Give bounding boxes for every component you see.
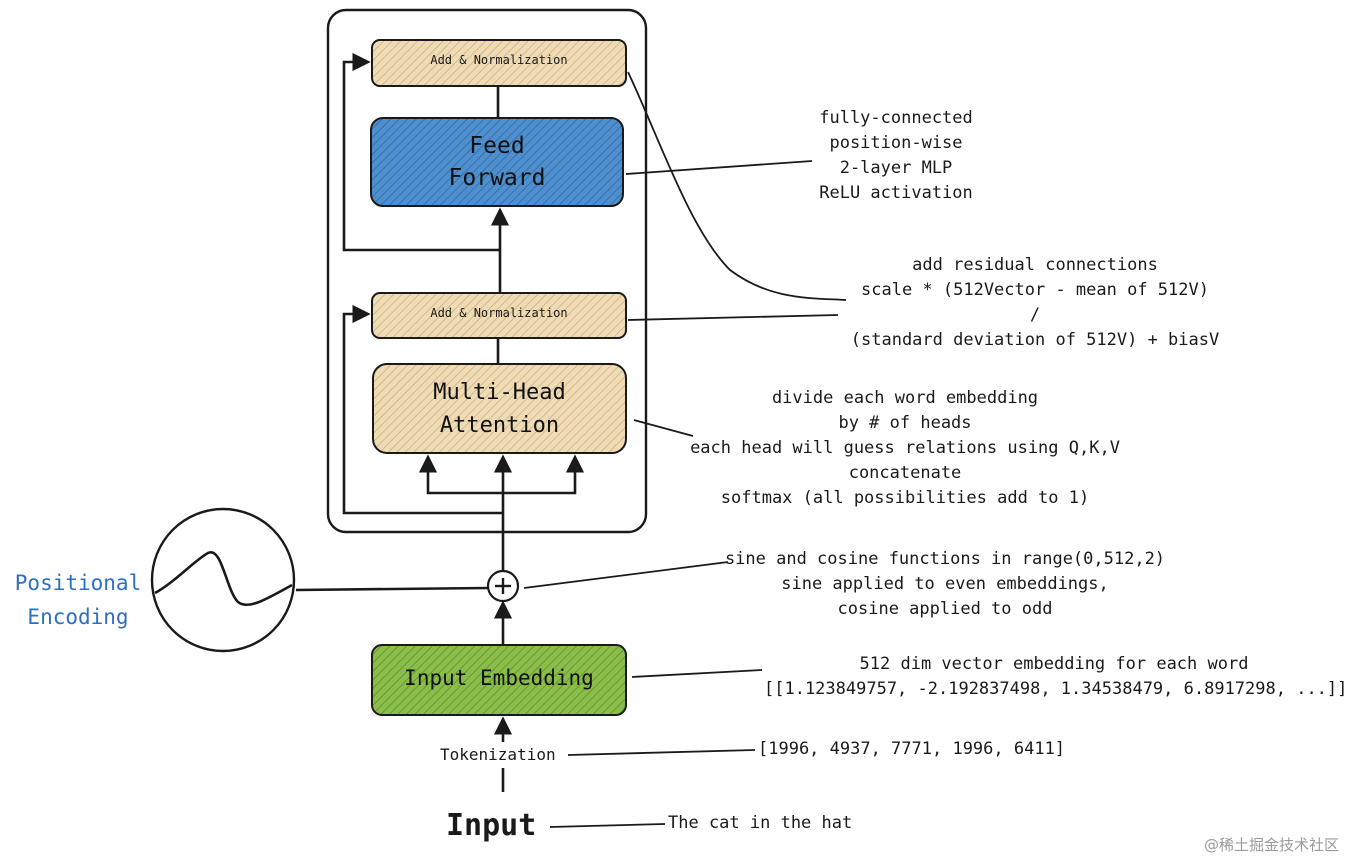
- attn-note-line2: by # of heads: [838, 413, 972, 433]
- encoder-outer-frame: [326, 8, 648, 534]
- positional-encoding-circle: [150, 507, 296, 653]
- feed-forward-note: fully-connected position-wise 2-layer ML…: [760, 106, 1032, 206]
- multi-head-attention-label: Multi-Head Attention: [373, 376, 626, 442]
- add-norm-top-label: Add & Normalization: [430, 53, 568, 67]
- emb-note-line1: 512 dim vector embedding for each word: [859, 654, 1249, 674]
- ff-note-line2: position-wise: [829, 133, 963, 153]
- input-embedding-box: [371, 644, 627, 716]
- input-embedding-label: Input Embedding: [404, 666, 594, 690]
- add-norm-bottom-label: Add & Normalization: [430, 306, 568, 320]
- watermark: @稀土掘金技术社区: [1204, 836, 1340, 854]
- flow-connectors: [295, 52, 585, 792]
- addnorm-note-line3: /: [1029, 305, 1041, 325]
- multi-head-label-line2: Attention: [439, 413, 560, 438]
- input-text-note: The cat in the hat: [668, 813, 853, 833]
- positional-note: sine and cosine functions in range(0,512…: [720, 547, 1170, 622]
- ff-note-line4: ReLU activation: [819, 183, 973, 203]
- positional-encoding-label: Positional Encoding: [4, 566, 152, 634]
- tokenization-label: Tokenization: [440, 745, 556, 764]
- attn-note-line1: divide each word embedding: [771, 388, 1039, 408]
- addnorm-note-line2: scale * (512Vector - mean of 512V): [861, 280, 1209, 300]
- feed-forward-label-line1: Feed: [469, 133, 525, 159]
- feed-forward-label: Feed Forward: [371, 130, 623, 194]
- multi-head-label-line1: Multi-Head: [433, 380, 566, 405]
- attn-note-line4: concatenate: [848, 463, 962, 483]
- emb-note-line2: [[1.123849757, -2.192837498, 1.34538479,…: [764, 679, 1348, 699]
- tokens-note: [1996, 4937, 7771, 1996, 6411]: [758, 739, 1066, 759]
- attn-note-line3: each head will guess relations using Q,K…: [690, 438, 1120, 458]
- embedding-note: 512 dim vector embedding for each word […: [764, 652, 1348, 702]
- addnorm-note-line4: (standard deviation of 512V) + biasV: [850, 330, 1220, 350]
- ff-note-line1: fully-connected: [819, 108, 973, 128]
- add-norm-note: add residual connections scale * (512Vec…: [840, 253, 1230, 353]
- feed-forward-label-line2: Forward: [448, 165, 546, 191]
- annotation-leaders: [523, 71, 847, 828]
- multi-head-attention-box: [372, 363, 627, 454]
- pos-note-line1: sine and cosine functions in range(0,512…: [724, 549, 1166, 569]
- input-label: Input: [446, 808, 537, 843]
- ff-note-line3: 2-layer MLP: [839, 158, 953, 178]
- positional-label-line2: Encoding: [27, 605, 129, 629]
- addnorm-note-line1: add residual connections: [912, 255, 1158, 275]
- attn-note-line5: softmax (all possibilities add to 1): [720, 488, 1090, 508]
- sine-wave-icon: [154, 551, 293, 607]
- pos-note-line2: sine applied to even embeddings,: [781, 574, 1109, 594]
- attention-note: divide each word embedding by # of heads…: [690, 386, 1120, 511]
- pos-note-line3: cosine applied to odd: [837, 599, 1053, 619]
- positional-label-line1: Positional: [14, 571, 142, 595]
